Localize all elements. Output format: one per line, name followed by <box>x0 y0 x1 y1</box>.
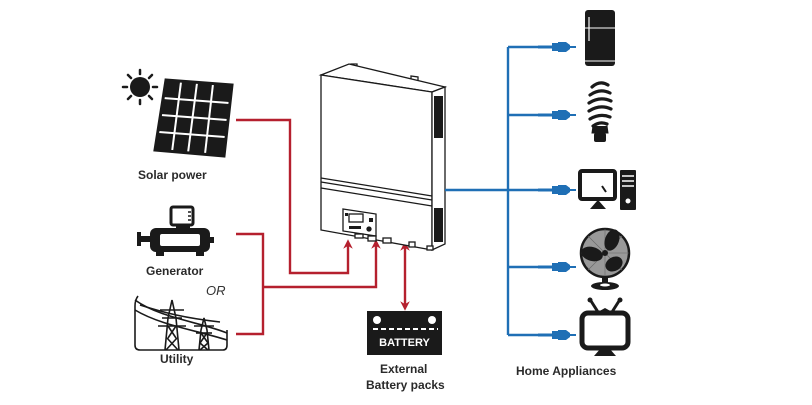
battery-label-line2: Battery packs <box>366 378 445 392</box>
or-label: OR <box>206 283 226 298</box>
generator-icon <box>137 205 214 256</box>
battery-icon: BATTERY <box>367 311 442 355</box>
home-appliances-label: Home Appliances <box>516 364 617 378</box>
battery-badge-text: BATTERY <box>379 337 430 349</box>
generator-utility-bracket <box>236 232 265 336</box>
battery-label-line1: External <box>380 362 428 376</box>
solar-line <box>236 118 353 275</box>
power-tower-icon <box>134 295 228 351</box>
sun-icon <box>121 68 159 106</box>
generator-label: Generator <box>146 264 204 278</box>
light-bulb-icon <box>587 81 613 142</box>
tv-icon <box>579 297 631 356</box>
plug-icon <box>538 262 576 272</box>
inverter-icon <box>318 63 448 252</box>
plug-icon <box>538 330 576 340</box>
computer-icon <box>578 169 636 210</box>
plug-icon <box>538 110 576 120</box>
plug-icon <box>538 42 576 52</box>
input-wiring <box>236 118 410 336</box>
plug-icons <box>538 42 576 340</box>
refrigerator-icon <box>585 10 615 66</box>
utility-label: Utility <box>160 352 194 366</box>
plug-icon <box>538 185 576 195</box>
grid-line <box>263 239 381 289</box>
solar-power-label: Solar power <box>138 168 207 182</box>
fan-icon <box>579 227 631 290</box>
solar-panel-icon <box>153 78 234 158</box>
output-wiring <box>445 45 540 337</box>
